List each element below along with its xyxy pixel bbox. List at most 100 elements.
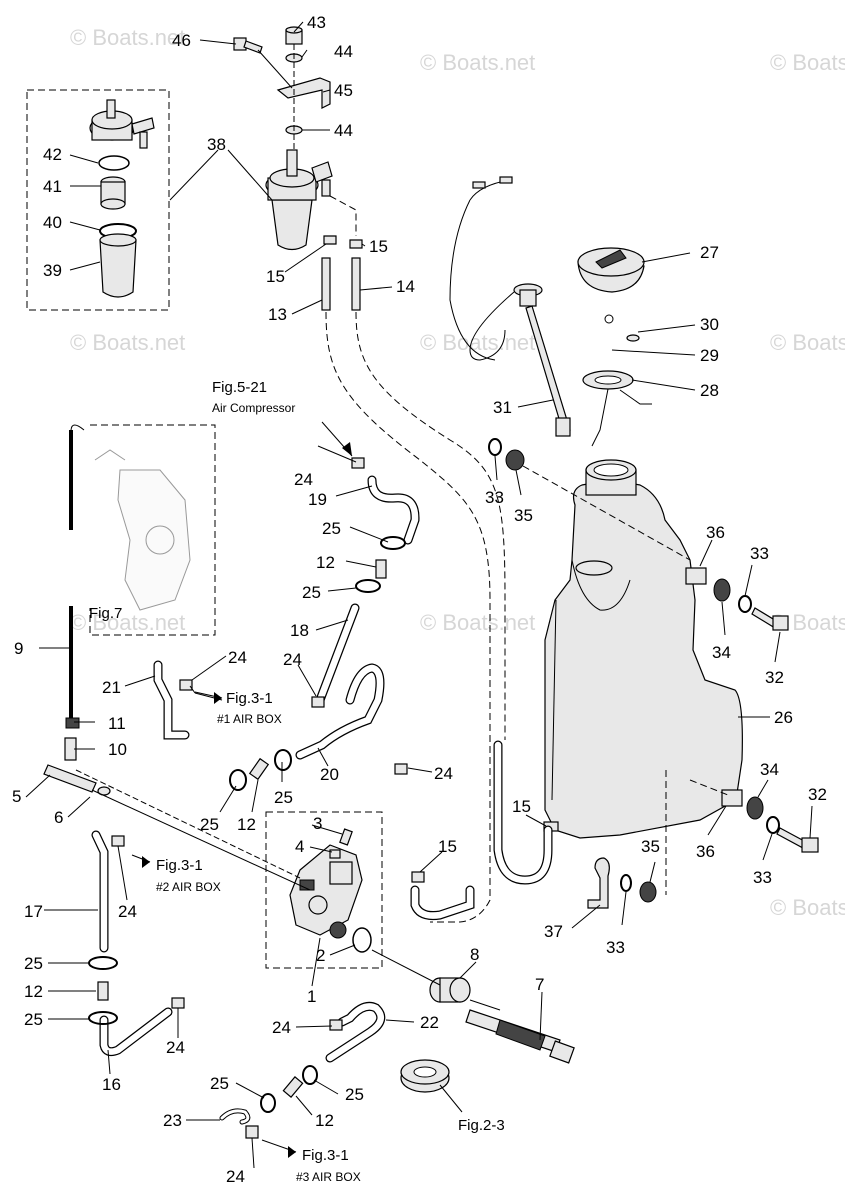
callout-24: 24 [226, 1167, 245, 1186]
collar-36-lower [721, 789, 743, 807]
callout-8: 8 [470, 945, 479, 964]
callout-29: 29 [700, 346, 719, 365]
callout-15: 15 [369, 237, 388, 256]
tank-cap-27 [577, 247, 645, 293]
washer-30 [626, 334, 640, 342]
callout-42: 42 [43, 145, 62, 164]
clip-25 [88, 1011, 118, 1025]
callout-34: 34 [712, 643, 731, 662]
callout-33: 33 [753, 868, 772, 887]
callout-12: 12 [237, 815, 256, 834]
callout-33: 33 [485, 488, 504, 507]
callout-12: 12 [24, 982, 43, 1001]
clip-25 [380, 536, 406, 550]
callout-39: 39 [43, 261, 62, 280]
check-valve-12-b [248, 757, 270, 781]
o-ring-42 [98, 155, 130, 171]
watermark: © Boats.net [70, 330, 185, 355]
washer-33-upper [738, 595, 752, 613]
callout-32: 32 [808, 785, 827, 804]
screw-3 [339, 828, 353, 846]
callout-25: 25 [274, 788, 293, 807]
clamp-24 [394, 763, 408, 775]
ref-fig7: Fig.7 [89, 605, 122, 622]
watermark: © Boats.net [770, 330, 845, 355]
washer-33-top [488, 438, 502, 456]
callout-41: 41 [43, 177, 62, 196]
callout-18: 18 [290, 621, 309, 640]
callout-20: 20 [320, 765, 339, 784]
ref-air-box-1: #1 AIR BOX [217, 712, 282, 726]
callout-25: 25 [322, 519, 341, 538]
watermark: © Boats.net [70, 25, 185, 50]
bolt-32-upper [751, 607, 789, 631]
fuel-filter-group [26, 26, 363, 311]
oil-pump-exploded-box [265, 811, 383, 969]
callout-7: 7 [535, 975, 544, 994]
oil-pump-1 [289, 844, 363, 939]
fig7-part-sketch [94, 449, 191, 611]
clip-15-right [349, 239, 363, 249]
clamp-24 [351, 457, 365, 469]
callout-24: 24 [118, 902, 137, 921]
callout-15: 15 [438, 837, 457, 856]
clip-25 [274, 749, 292, 771]
callout-10: 10 [108, 740, 127, 759]
callout-11: 11 [108, 714, 126, 733]
callout-14: 14 [396, 277, 415, 296]
check-valve-12-c [97, 981, 109, 1001]
clamp-24 [171, 997, 185, 1009]
callout-44: 44 [334, 42, 353, 61]
o-ring-2 [352, 927, 372, 953]
bolt-46 [233, 37, 263, 54]
part-4 [329, 849, 341, 859]
callout-24: 24 [228, 648, 247, 667]
clamp-24 [179, 679, 193, 691]
callout-21: 21 [102, 678, 121, 697]
ref-fig3-1: Fig.3-1 [226, 690, 273, 707]
callout-35: 35 [641, 837, 660, 856]
callout-15: 15 [512, 797, 531, 816]
clip-15 [411, 871, 425, 883]
callout-numbers: 43 44 45 44 46 38 42 41 40 39 15 15 13 1… [12, 13, 827, 1186]
callout-28: 28 [700, 381, 719, 400]
filter-bowl-39 [99, 233, 137, 298]
callout-5: 5 [12, 787, 21, 806]
nut-43 [285, 26, 303, 45]
callout-16: 16 [102, 1075, 121, 1094]
fuel-line-13-path [325, 311, 491, 923]
ref-air-compressor: Air Compressor [212, 401, 295, 415]
callout-25: 25 [24, 1010, 43, 1029]
callout-24: 24 [272, 1018, 291, 1037]
clip-15-left [323, 235, 337, 245]
clip-25 [229, 769, 247, 791]
clip-25 [260, 1093, 276, 1113]
hose-14 [351, 257, 361, 311]
callout-23: 23 [163, 1111, 182, 1130]
callout-33: 33 [750, 544, 769, 563]
oil-seal-part [400, 1059, 450, 1093]
watermark: © Boats.net [420, 330, 535, 355]
ref-air-box-3: #3 AIR BOX [296, 1170, 361, 1184]
callout-26: 26 [774, 708, 793, 727]
callout-3: 3 [313, 814, 322, 833]
callout-25: 25 [345, 1085, 364, 1104]
grommet-34-lower [746, 796, 764, 820]
ref-fig2-3: Fig.2-3 [458, 1117, 505, 1134]
callout-37: 37 [544, 922, 563, 941]
watermark: © Boats.net [70, 610, 185, 635]
watermark: © Boats.net [770, 50, 845, 75]
arrow-icon [142, 856, 150, 868]
watermark: © Boats.net [420, 50, 535, 75]
clamp-24 [111, 835, 125, 847]
watermark: © Boats.net [770, 895, 845, 920]
link-rod-9 [69, 424, 85, 720]
ref-fig5-21: Fig.5-21 [212, 379, 267, 396]
reference-arrows [131, 421, 353, 1158]
nut-11 [65, 717, 80, 729]
callout-31: 31 [493, 398, 512, 417]
filter-element-41 [100, 176, 126, 210]
callout-2: 2 [316, 946, 325, 965]
filter-head-part [89, 99, 155, 149]
